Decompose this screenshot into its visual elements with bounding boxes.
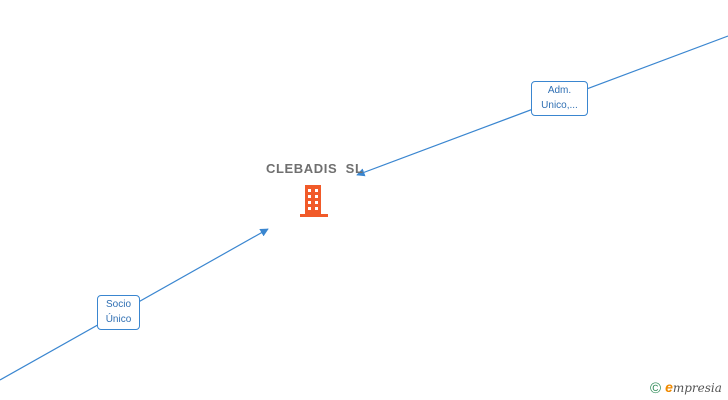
empresia-watermark: ©empresia [650,379,722,397]
copyright-icon: © [650,380,662,397]
relation-label-line: Socio [105,299,131,310]
company-name[interactable]: CLEBADIS SL [266,161,364,176]
empresia-logo-initial: e [665,379,673,395]
relation-label-line: Único [105,314,132,325]
relation-label-line: Unico,... [541,100,578,111]
relation-label-line: Adm. [547,85,572,96]
empresia-logo-text: mpresia [672,381,722,395]
building-icon[interactable] [297,183,331,224]
relation-label-socio-unico[interactable]: Socio Único [97,295,140,330]
relation-label-adm-unico[interactable]: Adm. Unico,... [531,81,588,116]
